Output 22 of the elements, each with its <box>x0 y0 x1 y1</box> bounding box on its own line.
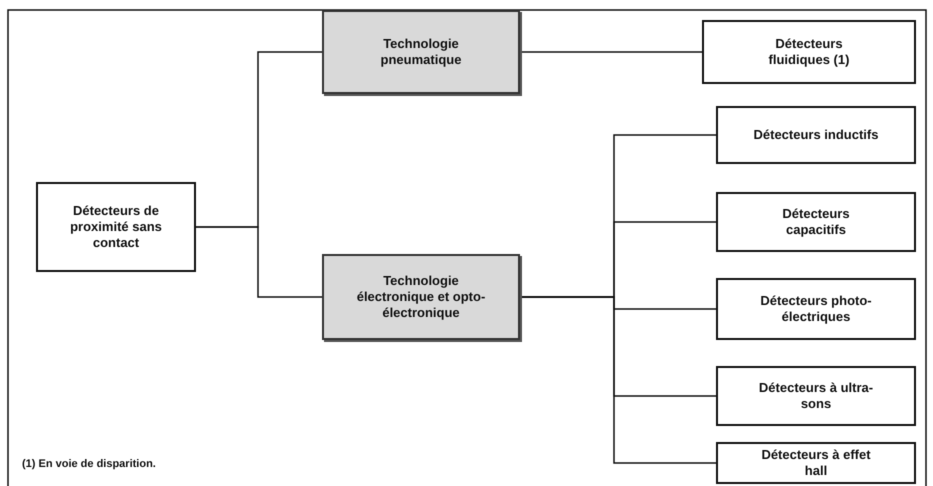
box-label: Détecteurs inductifs <box>752 126 880 144</box>
box-label: Détecteurs capacitifs <box>781 206 851 238</box>
footnote: (1) En voie de disparition. <box>22 458 156 470</box>
box-label: Technologie électronique et opto-électronique <box>356 272 486 322</box>
box-label: Détecteurs de proximité sans contact <box>69 202 163 252</box>
detector-box <box>716 366 916 426</box>
detector-box <box>702 20 916 84</box>
box-label: Détecteurs à ultra-sons <box>758 380 874 412</box>
connector-line <box>196 226 322 298</box>
detector-box <box>36 182 196 272</box>
box-label: Détecteurs fluidiques (1) <box>768 36 850 68</box>
detector-box <box>716 106 916 164</box>
detector-box <box>716 442 916 484</box>
box-label: Technologie pneumatique <box>380 36 462 68</box>
detector-box <box>716 278 916 340</box>
connector-line <box>520 51 702 53</box>
detector-box <box>716 192 916 252</box>
box-label: Détecteurs à effet hall <box>760 446 872 480</box>
box-label: Détecteurs photo-électriques <box>759 292 873 326</box>
connector-line <box>520 296 716 464</box>
category-box <box>322 254 520 340</box>
category-box <box>322 10 520 94</box>
